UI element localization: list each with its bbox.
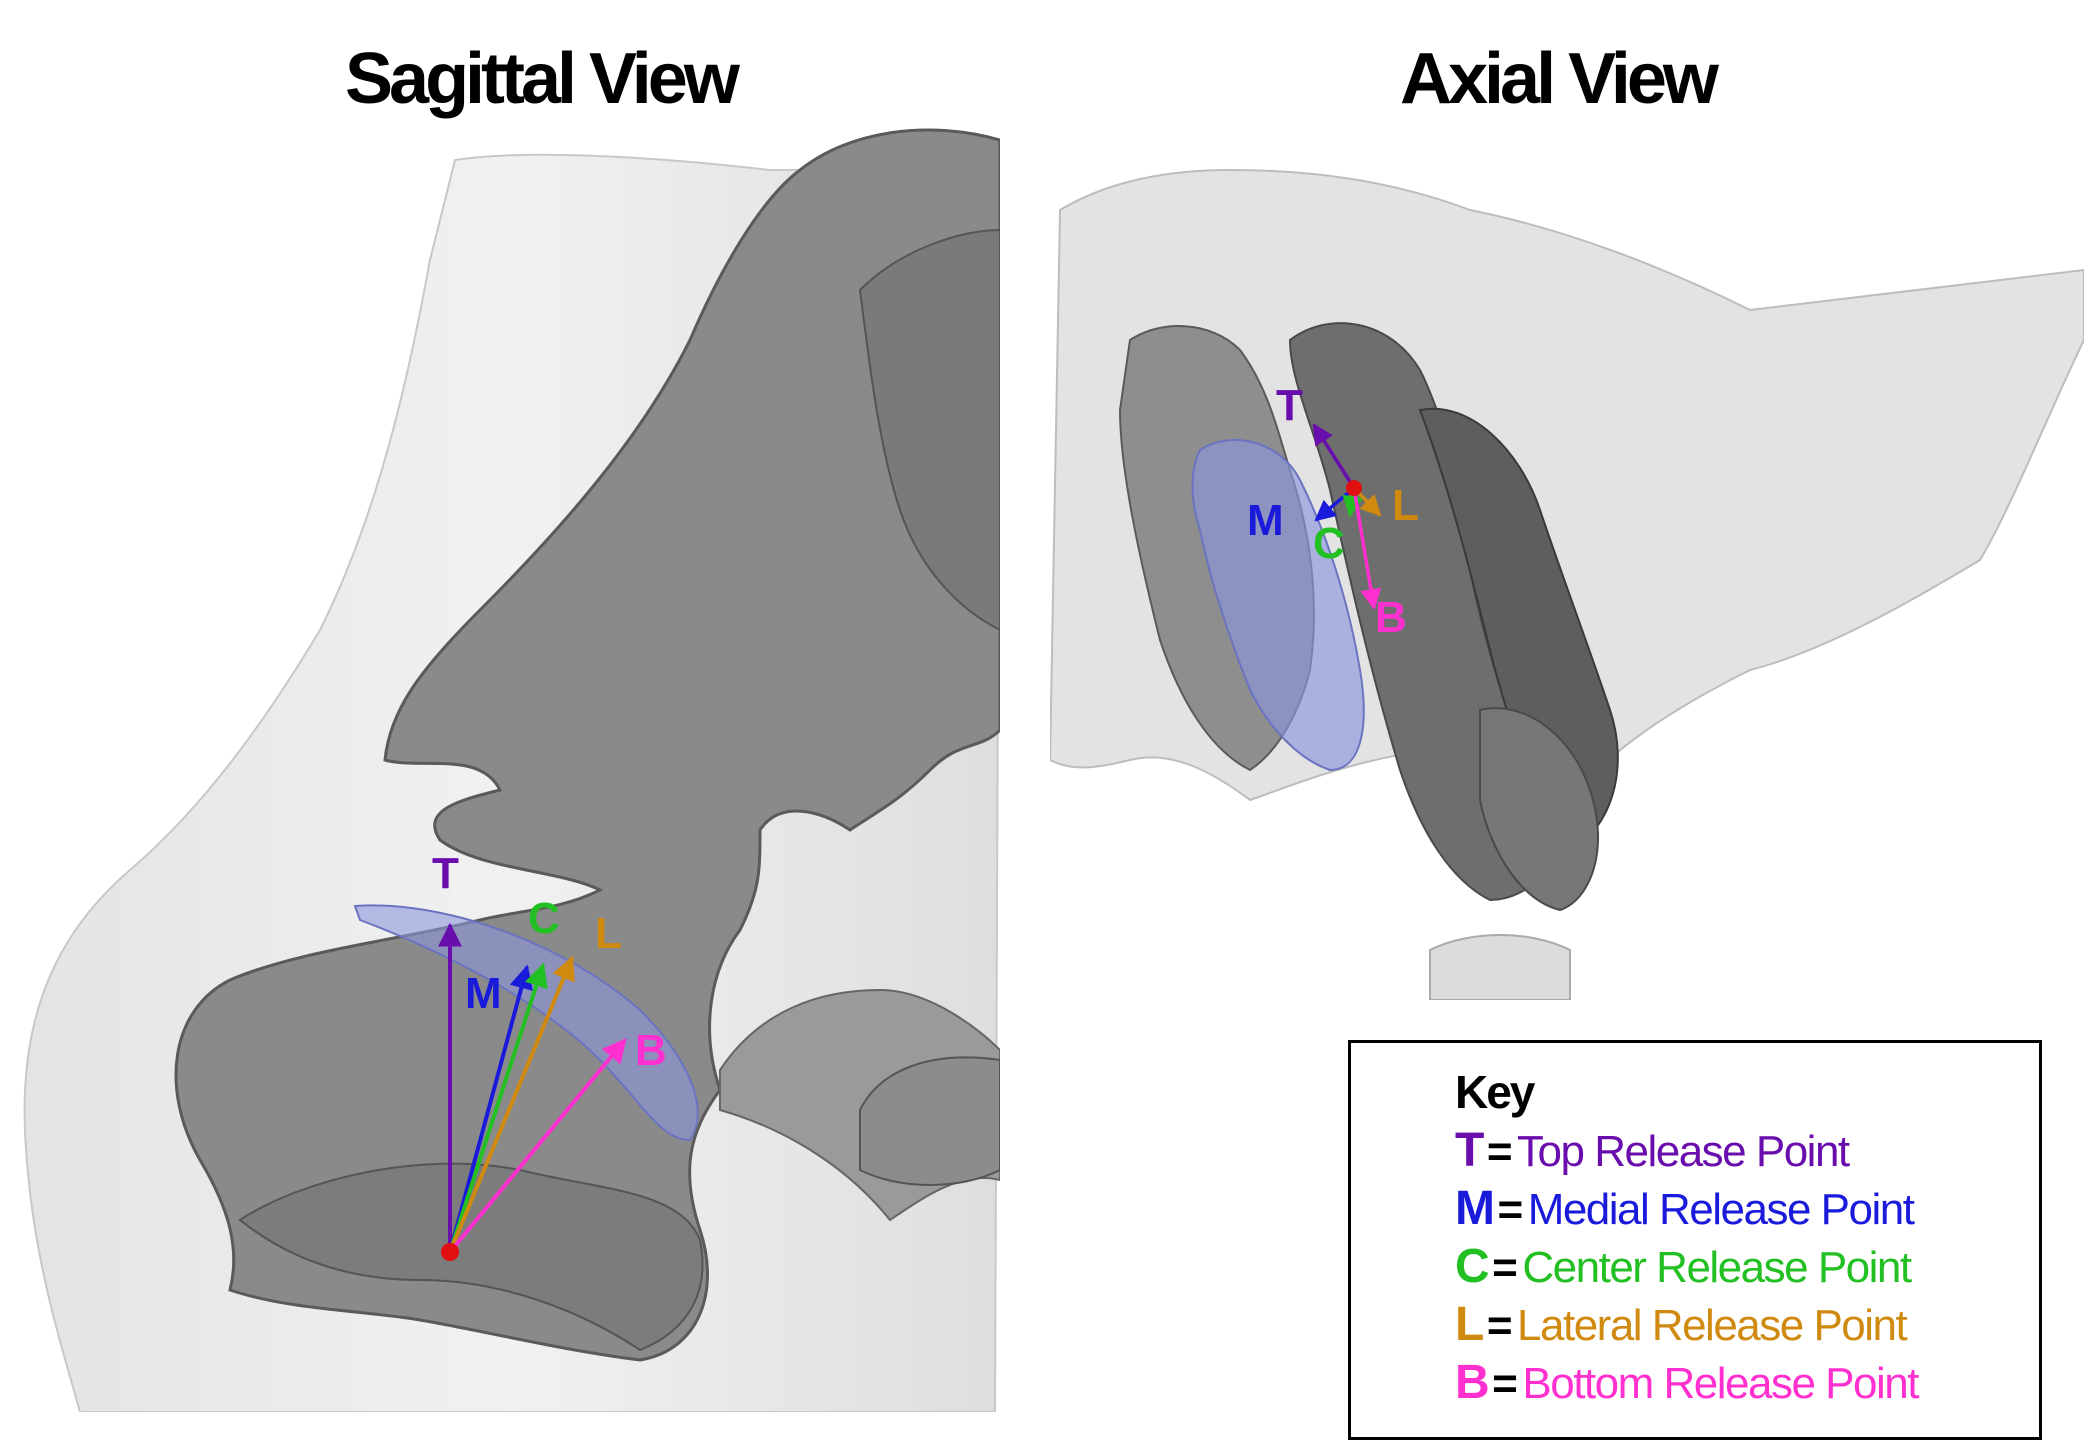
sagittal-label-lateral: L bbox=[595, 909, 622, 958]
axial-view-render: T M C L B bbox=[1050, 110, 2084, 1000]
key-equals: = bbox=[1492, 1359, 1516, 1408]
axial-label-top: T bbox=[1276, 381, 1303, 430]
axial-label-lateral: L bbox=[1392, 481, 1419, 530]
key-equals: = bbox=[1487, 1127, 1511, 1176]
key-equals: = bbox=[1492, 1243, 1516, 1292]
sagittal-label-medial: M bbox=[465, 969, 502, 1018]
key-text: Bottom Release Point bbox=[1522, 1359, 1918, 1408]
key-letter: M bbox=[1455, 1182, 1493, 1235]
axial-bottom-piece bbox=[1430, 935, 1570, 1000]
axial-label-center: C bbox=[1313, 519, 1345, 568]
sagittal-view-title: Sagittal View bbox=[345, 38, 736, 120]
key-text: Center Release Point bbox=[1522, 1243, 1910, 1292]
key-letter: T bbox=[1455, 1124, 1483, 1177]
key-row-top: T=Top Release Point bbox=[1455, 1123, 1849, 1178]
key-row-lateral: L=Lateral Release Point bbox=[1455, 1297, 1906, 1352]
key-title: Key bbox=[1455, 1065, 1533, 1119]
key-letter: B bbox=[1455, 1356, 1488, 1409]
key-letter: L bbox=[1455, 1298, 1483, 1351]
sagittal-origin-point bbox=[441, 1243, 459, 1261]
sagittal-label-bottom: B bbox=[635, 1026, 667, 1075]
axial-label-medial: M bbox=[1247, 496, 1284, 545]
axial-label-bottom: B bbox=[1375, 593, 1407, 642]
key-letter: C bbox=[1455, 1240, 1488, 1293]
key-row-bottom: B=Bottom Release Point bbox=[1455, 1355, 1918, 1410]
key-text: Medial Release Point bbox=[1528, 1185, 1914, 1234]
key-legend: Key T=Top Release Point M=Medial Release… bbox=[1348, 1040, 2042, 1440]
sagittal-view-render: T M C L B bbox=[0, 110, 1000, 1412]
key-row-medial: M=Medial Release Point bbox=[1455, 1181, 1913, 1236]
axial-view-title: Axial View bbox=[1400, 38, 1715, 120]
axial-origin-point bbox=[1346, 480, 1362, 496]
key-text: Top Release Point bbox=[1517, 1127, 1849, 1176]
key-row-center: C=Center Release Point bbox=[1455, 1239, 1911, 1294]
sagittal-label-top: T bbox=[432, 849, 459, 898]
sagittal-label-center: C bbox=[528, 894, 560, 943]
key-text: Lateral Release Point bbox=[1517, 1301, 1906, 1350]
key-equals: = bbox=[1497, 1185, 1521, 1234]
key-equals: = bbox=[1487, 1301, 1511, 1350]
